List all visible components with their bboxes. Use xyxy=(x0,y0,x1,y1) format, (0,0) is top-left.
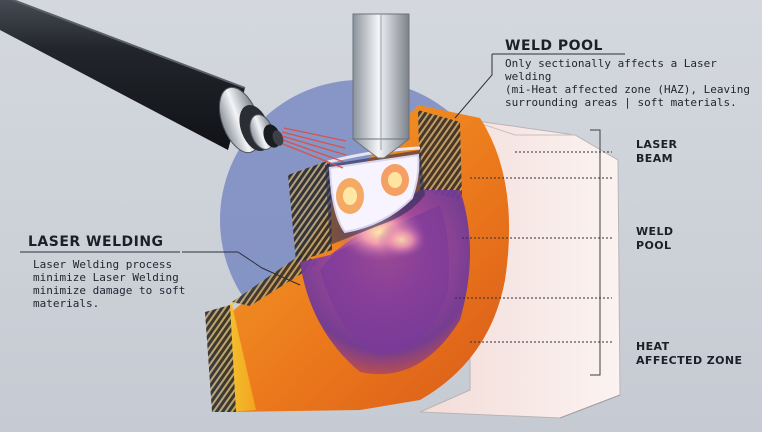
weld-pool-desc-line: (mi-Heat affected zone (HAZ), Leaving xyxy=(505,83,751,96)
laser-welding-description: Laser Welding process minimize Laser Wel… xyxy=(33,258,213,310)
weld-pool-keyhole xyxy=(325,146,425,245)
laser-welding-desc-line: minimize damage to soft xyxy=(33,284,186,297)
weld-pool-desc-line: surrounding areas | soft materials. xyxy=(505,96,737,109)
callout-line: WELD xyxy=(636,225,674,238)
laser-nozzle-vertical xyxy=(351,13,411,159)
laser-welding-desc-line: minimize Laser Welding xyxy=(33,271,179,284)
heat-affected-zone-callout: HEAT AFFECTED ZONE xyxy=(636,340,742,368)
heat-affected-zone-section xyxy=(205,105,510,412)
laser-welding-heading: LASER WELDING xyxy=(28,234,164,250)
laser-beam-callout: LASER BEAM xyxy=(636,138,677,166)
callout-leader-lines xyxy=(20,53,625,376)
laser-head-tube xyxy=(0,0,284,154)
callout-line: HEAT xyxy=(636,340,670,353)
callout-line: BEAM xyxy=(636,152,673,165)
callout-line: LASER xyxy=(636,138,678,151)
callout-line: AFFECTED ZONE xyxy=(636,354,743,367)
laser-welding-desc-line: materials. xyxy=(33,297,100,310)
weld-pool-heading: WELD POOL xyxy=(505,38,603,54)
weld-pool-description: Only sectionally affects a Laser welding… xyxy=(505,57,755,109)
weld-pool-desc-line: Only sectionally affects a Laser welding xyxy=(505,57,717,83)
weld-pool-callout: WELD POOL xyxy=(636,225,673,253)
callout-line: POOL xyxy=(636,239,672,252)
laser-beam-rays xyxy=(281,127,347,169)
laser-welding-desc-line: Laser Welding process xyxy=(33,258,173,271)
